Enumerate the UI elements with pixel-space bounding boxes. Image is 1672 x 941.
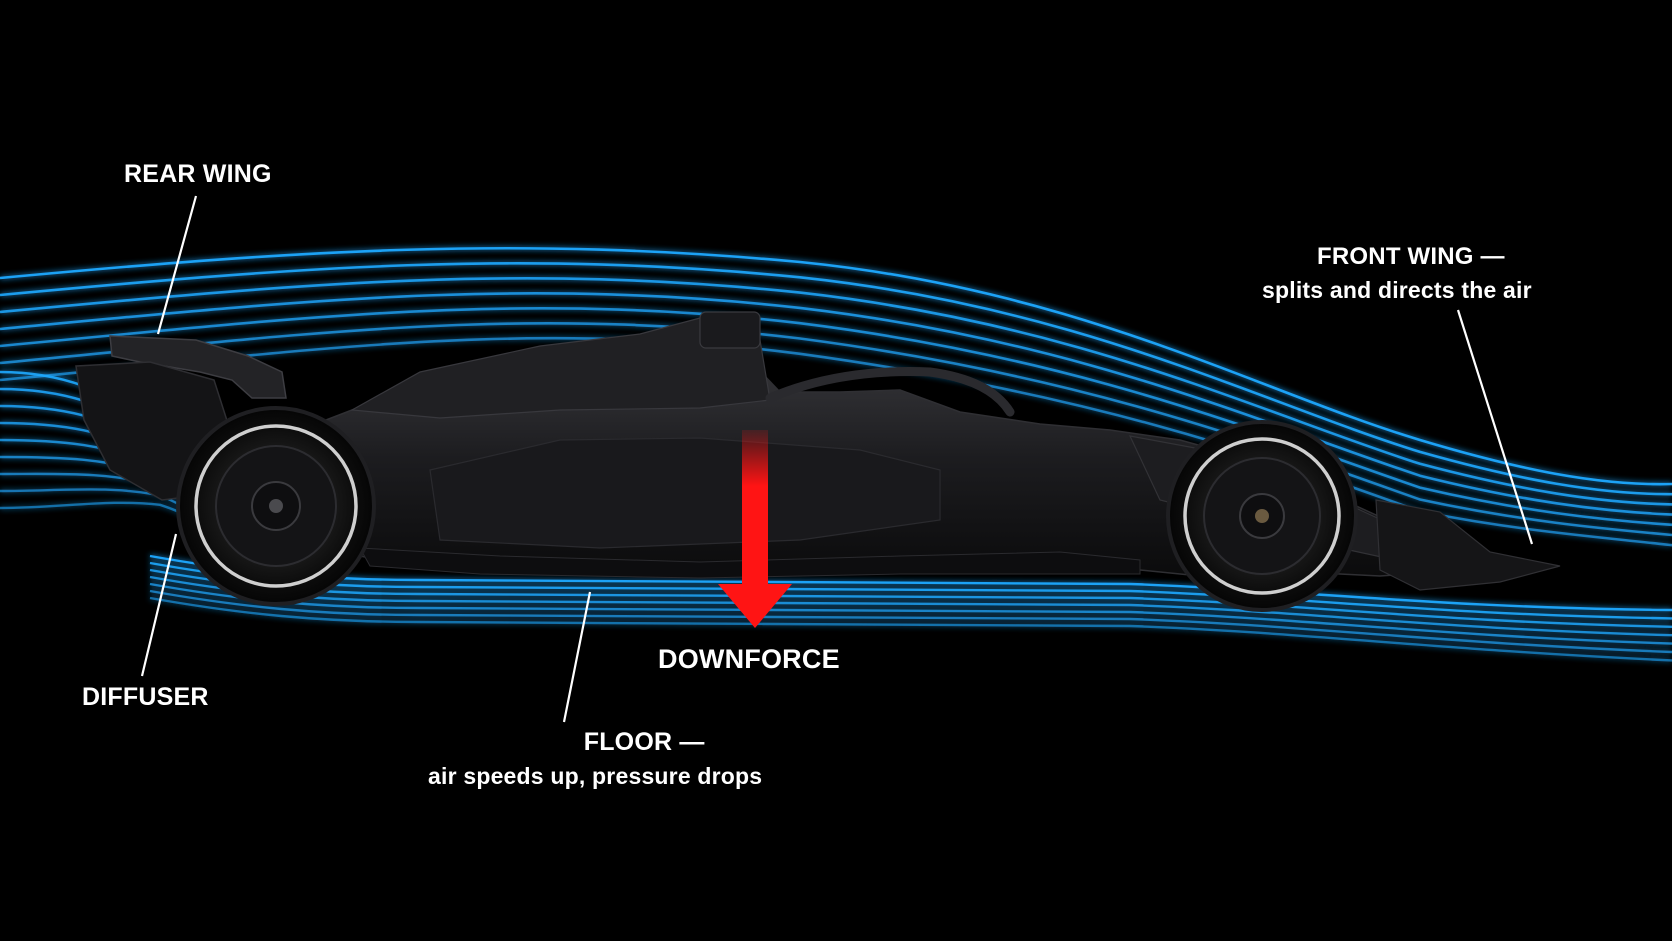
front-wing-leader-line [1456, 309, 1534, 545]
f1-car [75, 311, 1561, 612]
floor-leader-line [562, 591, 592, 723]
downforce-arrow-head [718, 584, 792, 628]
rear-wing-label: REAR WING [124, 160, 272, 188]
front-wing-title: FRONT WING — [1317, 243, 1505, 270]
roll-hoop [699, 311, 761, 349]
rear-wing-leader-line [156, 195, 198, 335]
floor-title: FLOOR — [583, 728, 705, 756]
upper-streamline [0, 321, 1672, 537]
floor-label: FLOOR — air speeds up, pressure drops [428, 728, 762, 790]
upper-streamline [0, 246, 1672, 486]
front-wheel [1166, 420, 1358, 612]
rear-wheel [176, 406, 376, 606]
halo [765, 367, 1015, 417]
underbody-streamline [149, 589, 1672, 654]
diffuser-leader-line [140, 533, 178, 677]
upper-streamline [0, 277, 1672, 506]
upper-streamline [0, 292, 1672, 516]
sidepod [429, 437, 941, 549]
rear-wing-shape [109, 335, 287, 399]
front-wing-description: splits and directs the air [1262, 277, 1532, 303]
front-wing-shape [1375, 499, 1561, 591]
upper-streamline [0, 307, 1672, 527]
upper-streamline [0, 336, 1672, 547]
downforce-label: DOWNFORCE [658, 644, 840, 674]
front-wing-label: FRONT WING — splits and directs the air [1262, 243, 1532, 304]
diffuser-label: DIFFUSER [82, 683, 209, 711]
underbody-streamline [149, 596, 1672, 662]
floor-description: air speeds up, pressure drops [428, 763, 763, 789]
upper-airflow-streamlines [0, 246, 1672, 547]
downforce-arrow [718, 430, 792, 628]
downforce-arrow-shaft [742, 430, 768, 590]
upper-streamline [0, 262, 1672, 496]
leader-lines [140, 195, 1534, 723]
